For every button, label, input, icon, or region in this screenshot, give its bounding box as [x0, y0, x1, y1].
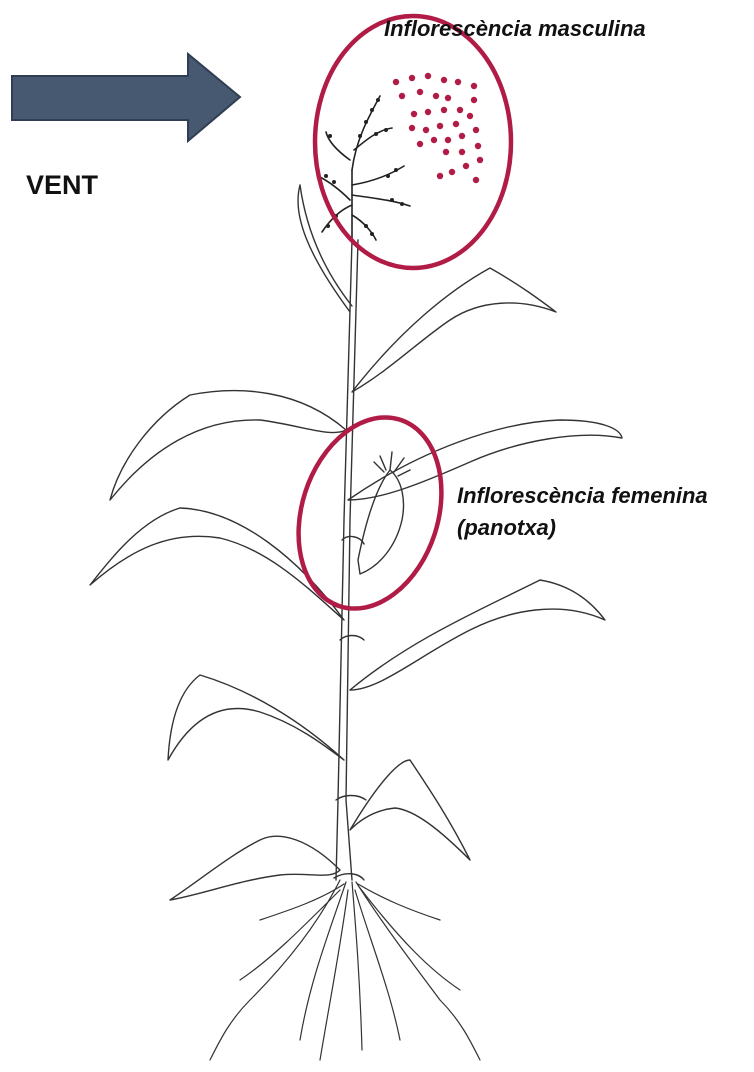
male-inflorescence-label: Inflorescència masculina — [384, 16, 646, 42]
female-inflorescence-label-line2: (panotxa) — [457, 512, 708, 544]
leaf — [352, 268, 556, 392]
arrow-right-icon — [12, 54, 240, 141]
tassel-spikelets — [324, 98, 404, 236]
roots — [210, 880, 480, 1060]
leaf — [90, 508, 344, 620]
wind-label: VENT — [26, 170, 98, 201]
leaf — [298, 185, 352, 312]
leaf — [170, 836, 340, 900]
male-inflorescence-highlight — [315, 16, 511, 268]
stem-sheath — [334, 537, 366, 880]
leaf — [350, 760, 470, 860]
female-inflorescence-label: Inflorescència femenina (panotxa) — [457, 480, 708, 544]
leaf — [168, 675, 344, 760]
tassel — [318, 96, 410, 240]
pollen-dots — [393, 73, 483, 183]
plant-stem — [336, 240, 358, 880]
ear — [358, 470, 404, 574]
female-inflorescence-label-line1: Inflorescència femenina — [457, 480, 708, 512]
